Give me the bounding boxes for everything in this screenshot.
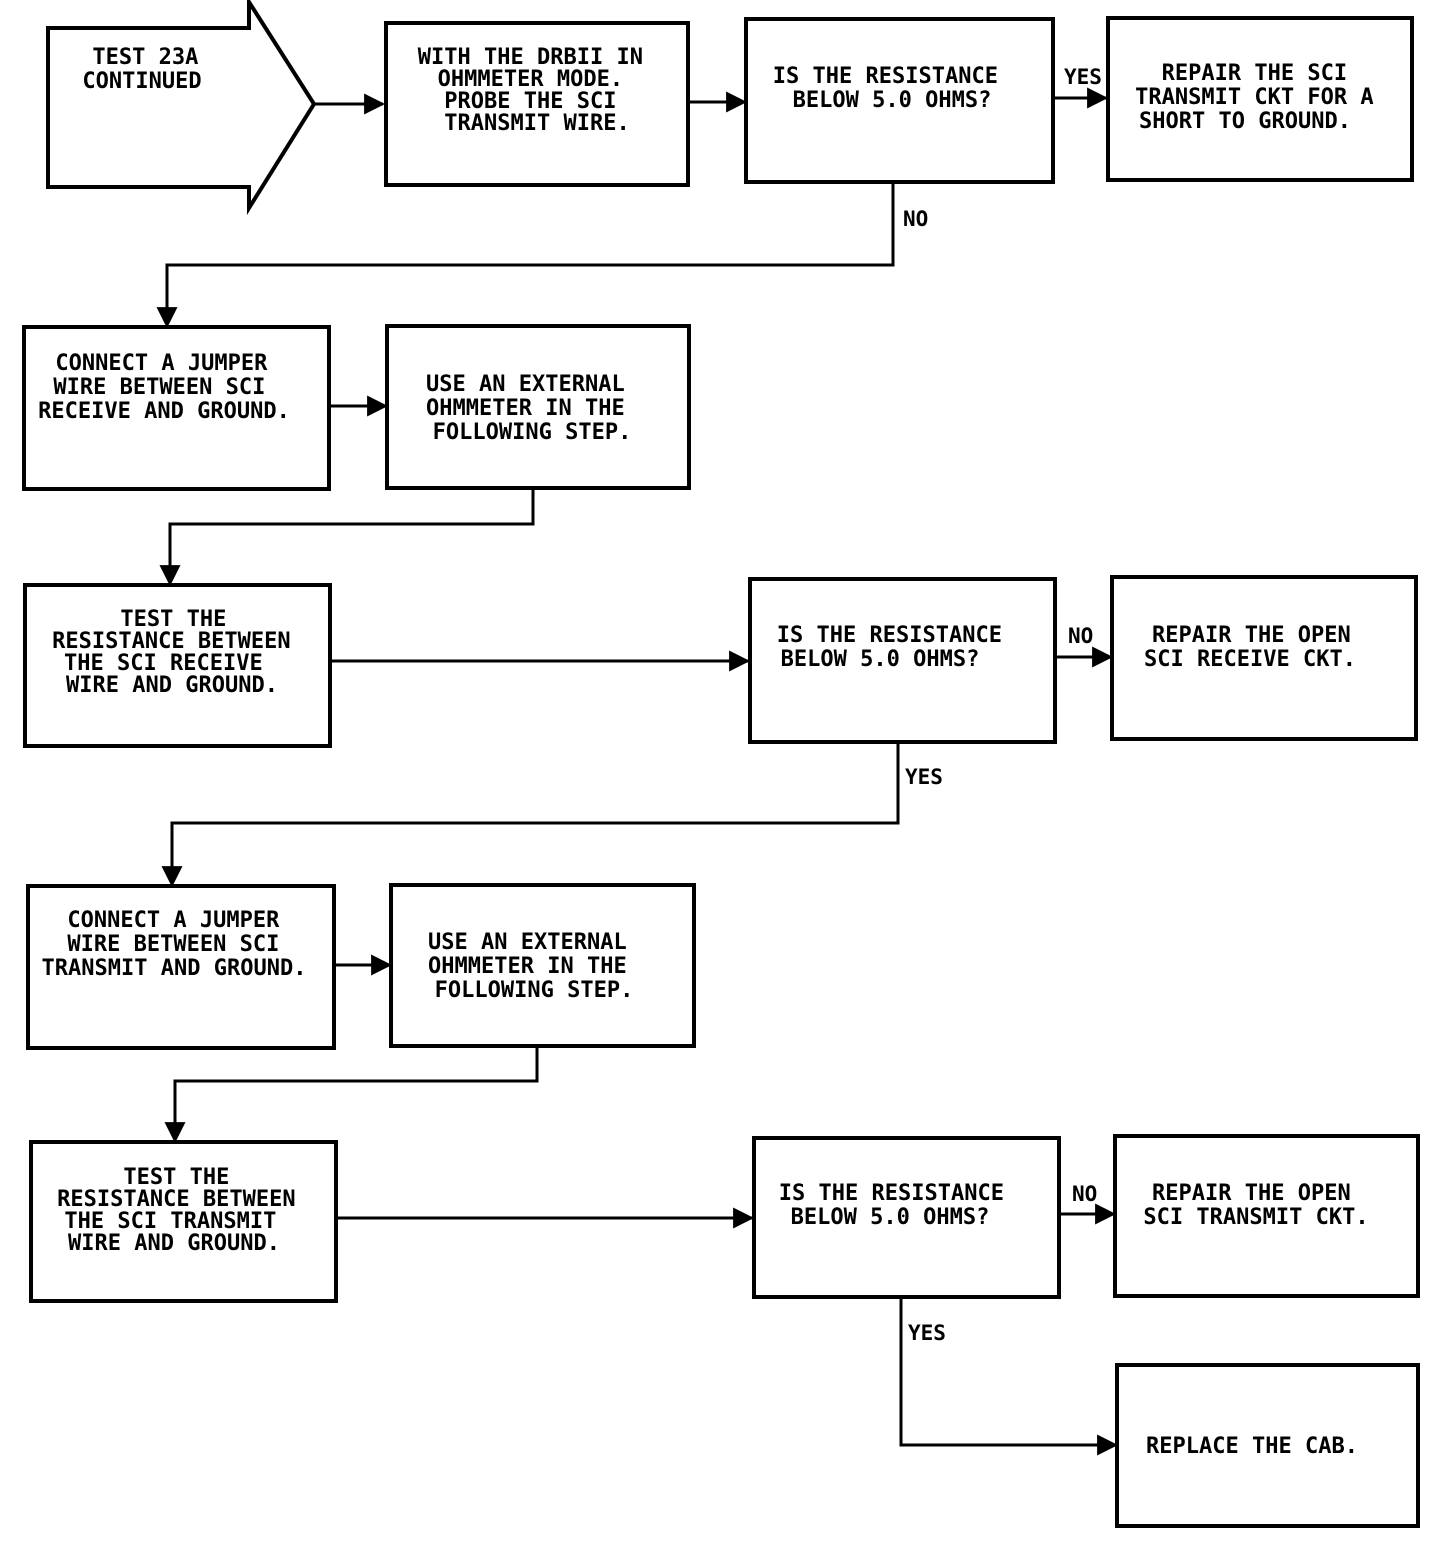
node-ext-ohm-1: USE AN EXTERNAL OHMMETER IN THE FOLLOWIN… [385,324,691,490]
node-ext-ohm-2-line: USE AN EXTERNAL [428,930,627,955]
node-jumper-rx-line: RECEIVE AND GROUND. [38,399,290,424]
edge-q3-yes [899,1298,1119,1456]
node-test-rx-line: WIRE AND GROUND. [66,673,278,698]
node-ext-ohm-2-line: OHMMETER IN THE [428,954,627,979]
edge-label-q2-no: NO [1068,624,1093,648]
node-replace-line: REPLACE THE CAB. [1146,1434,1358,1459]
node-jumper-tx-line: CONNECT A JUMPER [67,908,280,933]
node-start-line: TEST 23A [92,45,198,70]
node-probe-line: WITH THE DRBII IN [418,45,643,70]
node-probe-text: WITH THE DRBII IN OHMMETER MODE. PROBE T… [418,45,656,136]
edge-ext-ohm-2-to-test-tx [164,1047,539,1144]
node-test-tx-text: TEST THE RESISTANCE BETWEEN THE SCI TRAN… [57,1165,309,1256]
node-jumper-tx-line: TRANSMIT AND GROUND. [42,956,307,981]
node-jumper-rx-line: CONNECT A JUMPER [55,351,268,376]
node-test-rx: TEST THE RESISTANCE BETWEEN THE SCI RECE… [23,583,332,748]
edge-label-q3-no: NO [1072,1182,1097,1206]
node-jumper-rx-box [22,325,331,491]
node-repair-short-line: SHORT TO GROUND. [1139,109,1351,134]
node-jumper-tx-box [26,884,336,1050]
node-ext-ohm-1-line: FOLLOWING STEP. [433,420,632,445]
node-q3-text: IS THE RESISTANCE BELOW 5.0 OHMS? [779,1181,1017,1230]
node-repair-tx-text: REPAIR THE OPEN SCI TRANSMIT CKT. [1143,1181,1368,1230]
node-q1-line: IS THE RESISTANCE [773,64,998,89]
connectors [156,87,1119,1456]
node-jumper-rx-text: CONNECT A JUMPER WIRE BETWEEN SCI RECEIV… [38,351,290,424]
node-repair-rx-line: REPAIR THE OPEN [1152,623,1351,648]
node-q1-text: IS THE RESISTANCE BELOW 5.0 OHMS? [773,64,1011,113]
node-test-rx-text: TEST THE RESISTANCE BETWEEN THE SCI RECE… [52,607,304,698]
node-jumper-rx-line: WIRE BETWEEN SCI [53,375,265,400]
node-repair-tx-line: REPAIR THE OPEN [1152,1181,1351,1206]
node-ext-ohm-2-text: USE AN EXTERNAL OHMMETER IN THE FOLLOWIN… [428,930,640,1003]
node-q3-line: IS THE RESISTANCE [779,1181,1004,1206]
node-test-rx-line: THE SCI RECEIVE [64,651,263,676]
node-start: TEST 23A CONTINUED [46,0,317,215]
node-ext-ohm-1-text: USE AN EXTERNAL OHMMETER IN THE FOLLOWIN… [426,372,638,445]
node-repair-short: REPAIR THE SCI TRANSMIT CKT FOR A SHORT … [1106,16,1414,182]
start-arrow-shape [46,0,317,215]
node-q1: IS THE RESISTANCE BELOW 5.0 OHMS? [744,17,1055,184]
node-q2-box [748,577,1057,744]
edge-label-q3-yes: YES [908,1321,946,1345]
node-test-tx-box [29,1140,338,1303]
node-test-rx-box [23,583,332,748]
node-ext-ohm-1-box [385,324,691,490]
node-repair-short-line: REPAIR THE SCI [1162,61,1347,86]
edge-q1-no [156,183,895,329]
node-replace-box [1115,1363,1420,1528]
node-ext-ohm-1-line: OHMMETER IN THE [426,396,625,421]
node-q1-line: BELOW 5.0 OHMS? [793,88,992,113]
node-repair-tx-line: SCI TRANSMIT CKT. [1143,1205,1368,1230]
node-q3-box [752,1136,1061,1299]
node-start-text: TEST 23A CONTINUED [82,45,211,94]
node-q3: IS THE RESISTANCE BELOW 5.0 OHMS? [752,1136,1061,1299]
node-repair-tx: REPAIR THE OPEN SCI TRANSMIT CKT. [1113,1134,1420,1298]
node-q2-line: BELOW 5.0 OHMS? [781,647,980,672]
node-q2-text: IS THE RESISTANCE BELOW 5.0 OHMS? [777,623,1015,672]
node-replace: REPLACE THE CAB. [1115,1363,1420,1528]
node-probe-box [384,21,690,187]
node-repair-rx: REPAIR THE OPEN SCI RECEIVE CKT. [1110,575,1418,741]
node-test-tx-line: RESISTANCE BETWEEN [57,1187,295,1212]
node-repair-short-line: TRANSMIT CKT FOR A [1135,85,1373,110]
node-jumper-tx-text: CONNECT A JUMPER WIRE BETWEEN SCI TRANSM… [42,908,307,981]
node-repair-short-text: REPAIR THE SCI TRANSMIT CKT FOR A SHORT … [1135,61,1387,134]
node-q1-box [744,17,1055,184]
edge-label-q1-no: NO [903,207,928,231]
node-test-tx-line: WIRE AND GROUND. [68,1231,280,1256]
edge-label-q1-yes: YES [1064,65,1102,89]
node-probe-line: TRANSMIT WIRE. [444,111,629,136]
node-ext-ohm-2-box [389,883,696,1048]
node-probe: WITH THE DRBII IN OHMMETER MODE. PROBE T… [384,21,690,187]
node-repair-rx-line: SCI RECEIVE CKT. [1144,647,1356,672]
edge-label-q2-yes: YES [905,765,943,789]
node-jumper-tx-line: WIRE BETWEEN SCI [67,932,279,957]
node-test-rx-line: RESISTANCE BETWEEN [52,629,290,654]
node-repair-short-box [1106,16,1414,182]
node-test-rx-line: TEST THE [120,607,226,632]
edge-labels: YES NO NO YES NO YES [903,65,1102,1345]
node-ext-ohm-1-line: USE AN EXTERNAL [426,372,625,397]
node-q2-line: IS THE RESISTANCE [777,623,1002,648]
node-repair-rx-text: REPAIR THE OPEN SCI RECEIVE CKT. [1144,623,1364,672]
node-q2: IS THE RESISTANCE BELOW 5.0 OHMS? [748,577,1057,744]
node-ext-ohm-2: USE AN EXTERNAL OHMMETER IN THE FOLLOWIN… [389,883,696,1048]
node-repair-rx-box [1110,575,1418,741]
node-q3-line: BELOW 5.0 OHMS? [791,1205,990,1230]
node-start-line: CONTINUED [82,69,201,94]
node-jumper-rx: CONNECT A JUMPER WIRE BETWEEN SCI RECEIV… [22,325,331,491]
node-probe-line: OHMMETER MODE. [438,67,623,92]
node-test-tx-line: TEST THE [123,1165,229,1190]
edge-q2-yes [161,743,900,888]
node-repair-tx-box [1113,1134,1420,1298]
node-replace-text: REPLACE THE CAB. [1146,1434,1358,1459]
node-ext-ohm-2-line: FOLLOWING STEP. [435,978,634,1003]
node-test-tx-line: THE SCI TRANSMIT [64,1209,276,1234]
edge-ext-ohm-1-to-test-rx [159,489,535,587]
node-probe-line: PROBE THE SCI [444,89,616,114]
node-test-tx: TEST THE RESISTANCE BETWEEN THE SCI TRAN… [29,1140,338,1303]
node-jumper-tx: CONNECT A JUMPER WIRE BETWEEN SCI TRANSM… [26,884,336,1050]
